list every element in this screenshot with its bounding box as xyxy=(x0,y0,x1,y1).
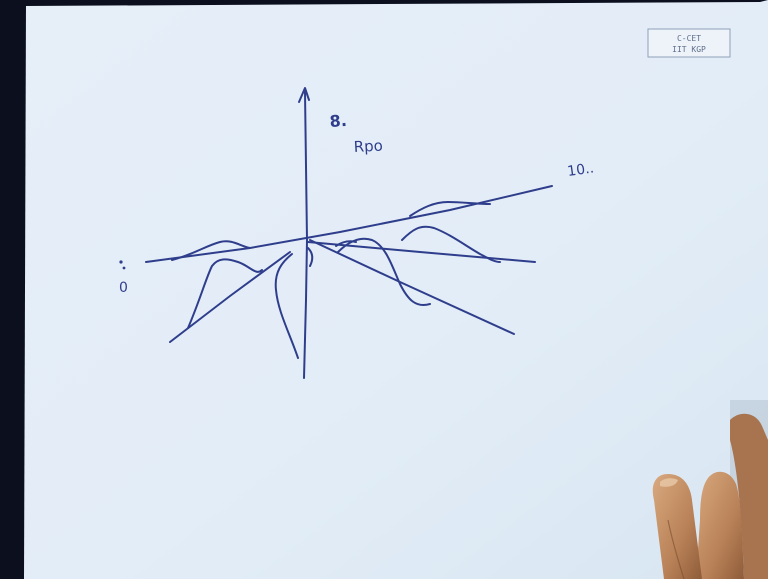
axis-lower-left xyxy=(169,251,291,343)
curve-center-hook xyxy=(307,247,314,267)
curve-upper-right-axis xyxy=(409,201,491,217)
curve-lower-left-axis xyxy=(187,258,263,329)
axis-rpo-label: Rpo xyxy=(353,136,383,155)
left-end-label: 0 xyxy=(119,280,128,296)
logo-stamp: C-CET IIT KGP xyxy=(647,28,731,58)
fingernail xyxy=(660,478,678,487)
logo-stamp-line1: C-CET xyxy=(677,34,701,43)
logo-stamp-line2: IIT KGP xyxy=(672,45,706,54)
lecturer-hand xyxy=(652,413,768,579)
vertical-axis-arrowhead xyxy=(298,87,310,103)
paper-sheet xyxy=(24,0,768,579)
curve-center-vertical xyxy=(274,253,299,359)
center-tick xyxy=(335,240,357,247)
axis-symbol-label: 8. xyxy=(329,111,348,131)
vertical-axis xyxy=(303,91,308,379)
left-border-strip xyxy=(0,0,26,579)
axis-upper-right xyxy=(145,185,553,263)
left-end-dots xyxy=(119,260,126,270)
curve-right-axis xyxy=(401,225,501,263)
curve-left-axis xyxy=(171,240,251,261)
right-end-label: 10.. xyxy=(566,160,595,180)
